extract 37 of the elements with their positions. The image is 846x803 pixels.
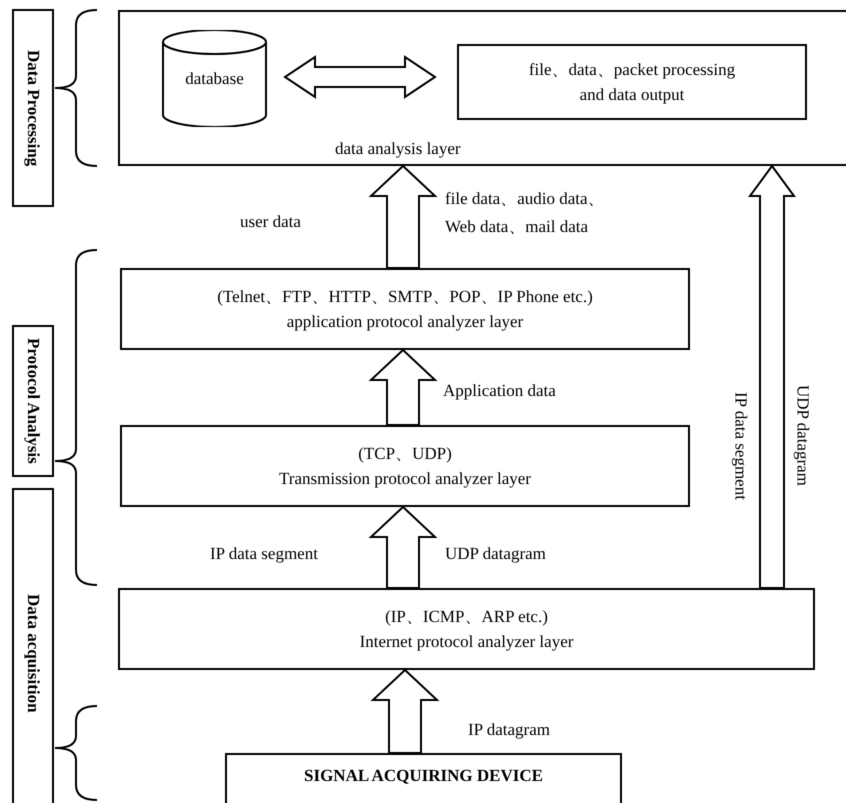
protocol-list: (Telnet、FTP、HTTP、SMTP、POP、IP Phone etc.): [217, 284, 593, 309]
device-box: [225, 753, 622, 803]
edge-label: Application data: [443, 380, 556, 402]
layer-name: Internet protocol analyzer layer: [360, 631, 574, 653]
layer-name: file、data、packet processing and data output: [528, 58, 736, 106]
protocol-list: (TCP、UDP): [358, 440, 452, 466]
edge-label: IP datagram: [468, 719, 550, 741]
data-label: user data: [240, 211, 301, 233]
block-arrow: [368, 164, 438, 269]
layer-box: [118, 588, 815, 670]
stage-label: Data acquisition: [22, 594, 44, 712]
layer-box: [457, 44, 807, 120]
block-arrow: [368, 506, 438, 589]
layer-name: database: [185, 68, 244, 90]
stage-label-box: [12, 325, 54, 477]
data-label: IP data segment: [210, 543, 318, 565]
double-block-arrow: [283, 55, 437, 99]
layer-panel: [118, 10, 846, 166]
layer-box: [120, 425, 690, 507]
stage-label: Protocol Analysis: [22, 338, 44, 464]
edge-label: file data、audio data、Web data、mail data: [445, 188, 606, 238]
stage-label-box: [12, 9, 54, 207]
edge-label: UDP datagram: [445, 543, 546, 565]
protocol-list: (IP、ICMP、ARP etc.): [385, 604, 548, 629]
block-arrow: [748, 164, 796, 589]
block-arrow: [370, 668, 440, 754]
layer-name: application protocol analyzer layer: [286, 311, 524, 333]
edge-label: UDP datagram: [792, 385, 814, 486]
block-arrow: [368, 348, 438, 426]
layer-title: data analysis layer: [335, 138, 461, 160]
stage-label-box: [12, 488, 54, 803]
stage-label: Data Processing: [22, 50, 44, 166]
layer-box: [120, 268, 690, 350]
layer-name: SIGNAL ACQUIRING DEVICE: [304, 765, 543, 787]
data-label: IP data segment: [730, 392, 752, 500]
layer-name: Transmission protocol analyzer layer: [279, 468, 531, 490]
database-cylinder: [162, 30, 267, 127]
